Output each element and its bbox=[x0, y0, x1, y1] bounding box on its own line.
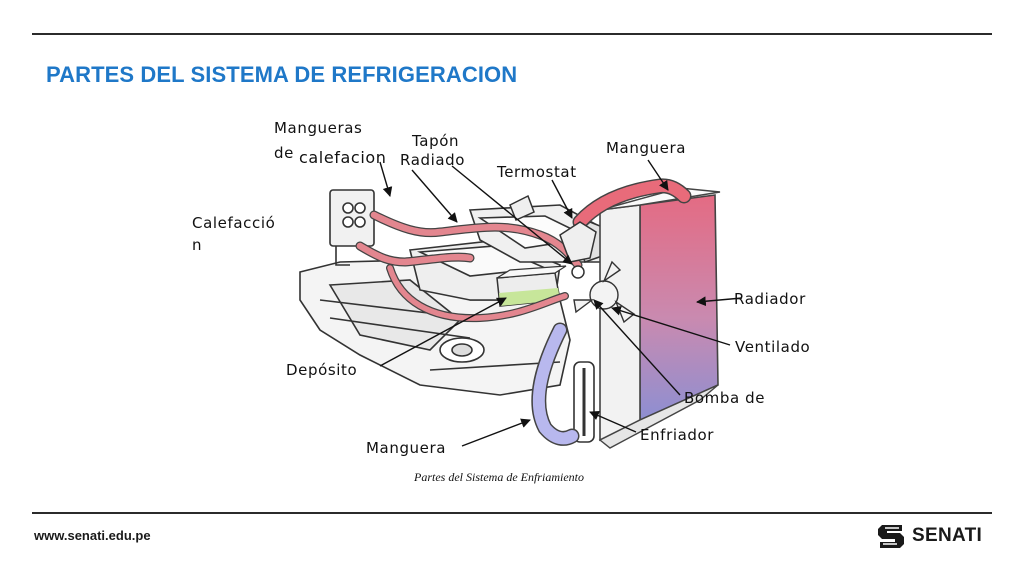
callout-arrows bbox=[379, 159, 743, 447]
label-deposito: Depósito bbox=[286, 361, 357, 379]
label-radiador: Radiador bbox=[734, 290, 806, 308]
diagram-caption: Partes del Sistema de Enfriamiento bbox=[413, 470, 584, 484]
label-termostat: Termostat bbox=[496, 163, 577, 181]
label-enfriador: Enfriador bbox=[640, 426, 714, 444]
label-mangueras-line2: de bbox=[274, 144, 294, 162]
slide-title: PARTES DEL SISTEMA DE REFRIGERACION bbox=[46, 62, 518, 87]
label-ventilado: Ventilado bbox=[735, 338, 810, 356]
bottom-divider bbox=[32, 512, 992, 514]
heater-core bbox=[329, 189, 375, 266]
top-divider bbox=[32, 33, 992, 35]
footer-url: www.senati.edu.pe bbox=[34, 528, 151, 543]
label-mangueras-line1: Mangueras bbox=[274, 119, 362, 137]
label-calefaccion-line1: Calefacció bbox=[192, 214, 275, 232]
senati-logo: SENATI bbox=[876, 522, 982, 550]
brand-name: SENATI bbox=[912, 525, 983, 546]
thermostat-housing bbox=[509, 194, 597, 279]
label-calefaccion-line2: n bbox=[192, 236, 202, 254]
senati-s-icon bbox=[878, 525, 904, 548]
radiator bbox=[573, 187, 721, 449]
cooling-system-diagram: Mangueras de calefacion Tapón Radiado Te… bbox=[192, 119, 810, 484]
label-tapon-line1: Tapón bbox=[411, 132, 459, 150]
label-tapon-line2: Radiado bbox=[400, 151, 465, 169]
reservoir-tank bbox=[496, 265, 567, 307]
label-manguera-top: Manguera bbox=[606, 139, 686, 157]
label-calefacion: calefacion bbox=[299, 148, 387, 167]
label-manguera-bottom: Manguera bbox=[366, 439, 446, 457]
label-bomba: Bomba de bbox=[684, 389, 765, 407]
